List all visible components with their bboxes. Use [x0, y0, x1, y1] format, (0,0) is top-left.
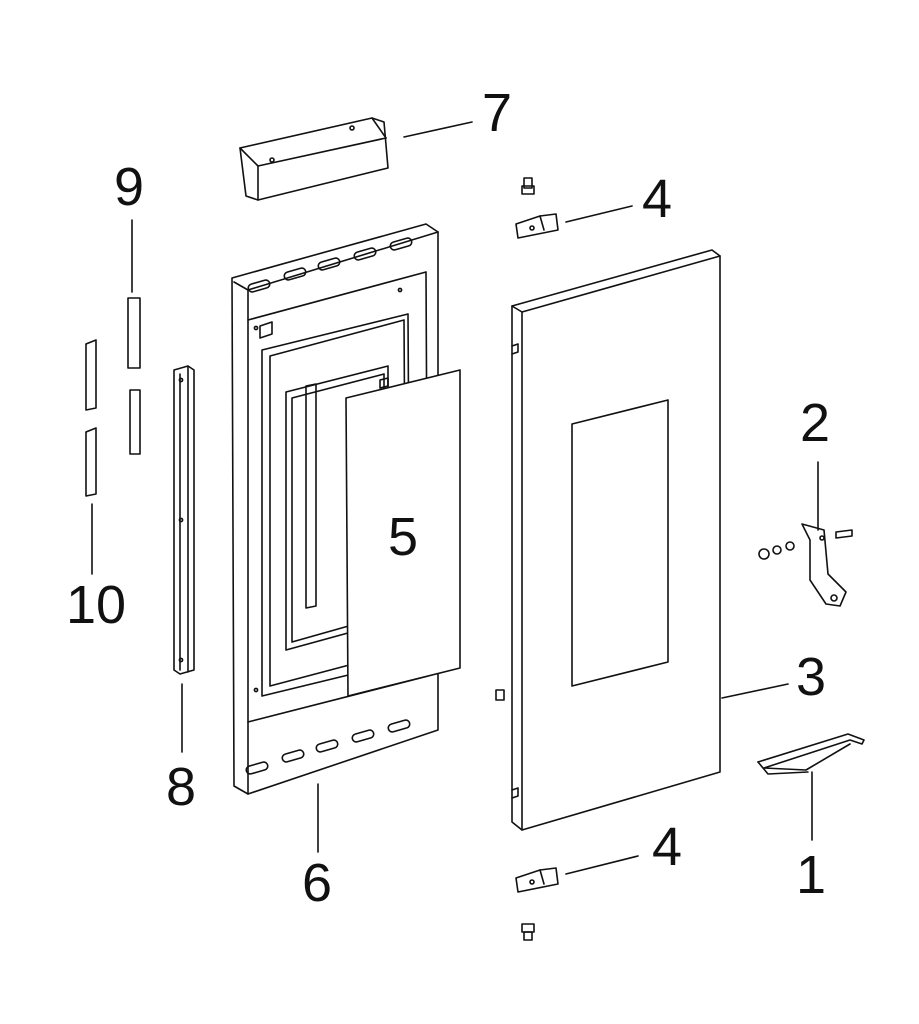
- part-3-door: [495, 249, 721, 831]
- callout-5: 5: [388, 507, 419, 567]
- callout-7: 7: [482, 83, 513, 143]
- leader-3: [721, 683, 789, 699]
- leader-7: [403, 121, 473, 138]
- leader-4-bottom: [565, 855, 639, 875]
- part-8-rail: [173, 365, 195, 675]
- part-4-bottom-hinge: [515, 867, 559, 941]
- part-7-top-trim: [239, 117, 389, 201]
- part-10-strips: [85, 339, 97, 497]
- callout-10: 10: [66, 575, 127, 635]
- callout-4-bottom: 4: [652, 817, 683, 877]
- callout-4-top: 4: [642, 169, 673, 229]
- part-4-top-hinge: [515, 177, 559, 239]
- callout-3: 3: [796, 647, 827, 707]
- part-1-handle: [757, 733, 865, 775]
- callout-2: 2: [800, 393, 831, 453]
- leader-4-top: [565, 205, 633, 223]
- callout-9: 9: [114, 157, 145, 217]
- part-2-bracket: [758, 523, 853, 607]
- part-5-panel: [345, 369, 461, 697]
- callout-6: 6: [302, 853, 333, 913]
- callout-8: 8: [166, 757, 197, 817]
- part-9-rod: [127, 297, 141, 455]
- callout-1: 1: [796, 845, 827, 905]
